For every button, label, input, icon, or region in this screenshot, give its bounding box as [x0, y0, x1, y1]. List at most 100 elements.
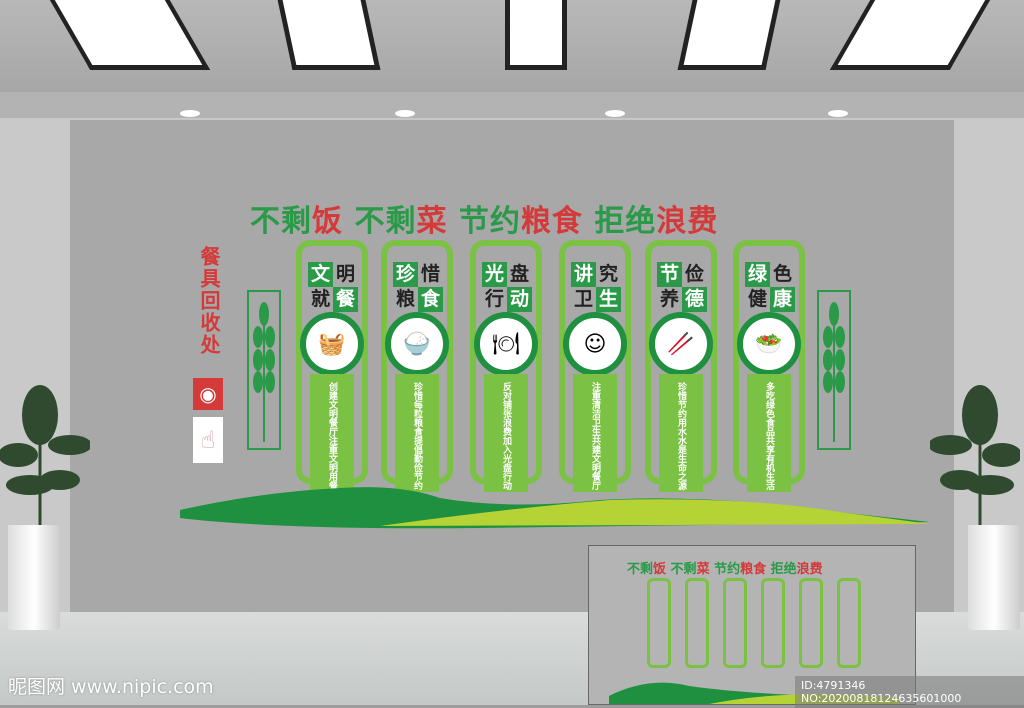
preview-panel [685, 578, 709, 668]
slogan-segment: 拒绝 [766, 562, 797, 577]
potted-plant-left [0, 385, 90, 535]
panel-title-char: 珍 [393, 262, 418, 287]
chopsticks-bowl-icon: 🥢 [649, 312, 713, 376]
panel-title-char: 就 [310, 288, 330, 310]
panel-text-line: 共建文明餐厅 [590, 436, 600, 490]
preview-panel [799, 578, 823, 668]
panel-title-char: 健 [747, 288, 767, 310]
panel-text-line: 创建文明餐厅 [327, 382, 337, 436]
panel-text-line: 珍惜每粒粮食 [412, 382, 422, 436]
panel-text-line: 注重文明用餐 [327, 436, 337, 490]
slogan-segment: 浪费 [796, 562, 823, 577]
slogan-segment: 不剩 [250, 204, 312, 239]
panel-title-char: 生 [596, 287, 621, 312]
wheat-icon [247, 290, 281, 450]
slogan-segment: 拒绝 [582, 204, 657, 239]
panel-text: 反对铺张浪费加入光盘行动 [484, 374, 528, 492]
panel-title-char: 俭 [684, 263, 704, 285]
slogan-segment: 粮食 [740, 562, 767, 577]
slogan-segment: 饭 [312, 204, 343, 239]
panel-title: 文明就餐 [308, 262, 358, 312]
preview-panel [837, 578, 861, 668]
panel-text-line: 加入光盘行动 [501, 436, 511, 490]
slogan-panel: 珍惜粮食🍚珍惜每粒粮食提倡勤俭节约 [381, 240, 453, 492]
slogan-segment: 粮食 [520, 204, 583, 239]
panel-title-char: 餐 [333, 287, 358, 312]
spotlight [828, 110, 848, 117]
panel-text-line: 注重清洁卫生 [590, 382, 600, 436]
preview-panel [647, 578, 671, 668]
ceiling-light [505, 0, 567, 70]
tableware-return-label: 餐具回收处 [197, 246, 221, 356]
ceiling-beam [0, 92, 1024, 120]
plate-icon: 🍽 [474, 312, 538, 376]
panel-text-line: 水是生命之源 [676, 436, 686, 490]
slogan-panel: 节俭养德🥢珍惜节约用水水是生命之源 [645, 240, 717, 492]
main-slogan: 不剩饭 不剩菜 节约粮食 拒绝浪费 [250, 196, 718, 240]
wheat-icon [817, 290, 851, 450]
panel-text: 创建文明餐厅注重文明用餐 [310, 374, 354, 492]
panel-title-char: 粮 [395, 288, 415, 310]
panel-title-char: 光 [482, 262, 507, 287]
panel-text: 注重清洁卫生共建文明餐厅 [573, 374, 617, 492]
rice-bowl-icon: 🍚 [385, 312, 449, 376]
slogan-segment: 不剩 [627, 562, 654, 577]
panel-title-char: 动 [507, 287, 532, 312]
slogan-segment: 菜 [416, 204, 448, 239]
slogan-segment: 菜 [696, 562, 710, 577]
slogan-panel: 文明就餐🧺创建文明餐厅注重文明用餐 [296, 240, 368, 492]
vegetable-heart-icon: 🥗 [737, 312, 801, 376]
slogan-segment: 饭 [653, 562, 667, 577]
preview-panel [723, 578, 747, 668]
panel-title-char: 行 [484, 288, 504, 310]
panel-title-char: 惜 [420, 263, 440, 285]
ceiling-light [277, 0, 381, 70]
panel-title: 节俭养德 [657, 262, 707, 312]
slogan-panel: 光盘行动🍽反对铺张浪费加入光盘行动 [470, 240, 542, 492]
panel-title-char: 究 [598, 263, 618, 285]
planter-right [968, 525, 1020, 630]
slogan-panel: 绿色健康🥗多吃绿色食品共享有机生活 [733, 240, 805, 492]
watermark: 昵图网 www.nipic.com [8, 676, 214, 698]
slogan-segment: 不剩 [343, 204, 417, 239]
panel-title-char: 食 [418, 287, 443, 312]
green-hills [180, 487, 930, 529]
panel-title-char: 绿 [745, 262, 770, 287]
panel-title-char: 文 [308, 262, 333, 287]
panel-title-char: 卫 [573, 288, 593, 310]
basket-icon: 🧺 [300, 312, 364, 376]
plate-cutlery-icon: ◉ [193, 378, 223, 410]
panel-text: 珍惜每粒粮食提倡勤俭节约 [395, 374, 439, 492]
image-id: ID:4791346 NO:20200818124635601000 [795, 676, 1024, 708]
panel-title-char: 色 [772, 263, 792, 285]
slogan-segment: 节约 [709, 562, 741, 577]
slogan-segment: 不剩 [666, 562, 697, 577]
spotlight [395, 110, 415, 117]
panel-title: 珍惜粮食 [393, 262, 443, 312]
panel-title-char: 节 [657, 262, 682, 287]
panel-title-char: 讲 [571, 262, 596, 287]
panel-text: 多吃绿色食品共享有机生活 [747, 374, 791, 492]
preview-panel [761, 578, 785, 668]
panel-title-char: 养 [659, 288, 679, 310]
panel-title-char: 盘 [509, 263, 529, 285]
slogan-panel: 讲究卫生☺注重清洁卫生共建文明餐厅 [559, 240, 631, 492]
hand-pointer-icon: ☝ [193, 417, 223, 463]
panel-title-char: 明 [335, 263, 355, 285]
slogan-segment: 浪费 [656, 204, 719, 239]
panel-title: 讲究卫生 [571, 262, 621, 312]
panel-text: 珍惜节约用水水是生命之源 [659, 374, 703, 492]
panel-title-char: 康 [770, 287, 795, 312]
preview-slogan: 不剩饭 不剩菜 节约粮食 拒绝浪费 [627, 558, 823, 577]
panel-text-line: 多吃绿色食品 [764, 382, 774, 436]
panel-text-line: 共享有机生活 [764, 436, 774, 490]
planter-left [8, 525, 60, 630]
panel-text-line: 反对铺张浪费 [501, 382, 511, 436]
panel-title: 绿色健康 [745, 262, 795, 312]
panel-text-line: 提倡勤俭节约 [412, 436, 422, 490]
potted-plant-right [930, 385, 1020, 535]
panel-title: 光盘行动 [482, 262, 532, 312]
panel-title-char: 德 [682, 287, 707, 312]
spotlight [180, 110, 200, 117]
slogan-segment: 节约 [447, 204, 521, 239]
